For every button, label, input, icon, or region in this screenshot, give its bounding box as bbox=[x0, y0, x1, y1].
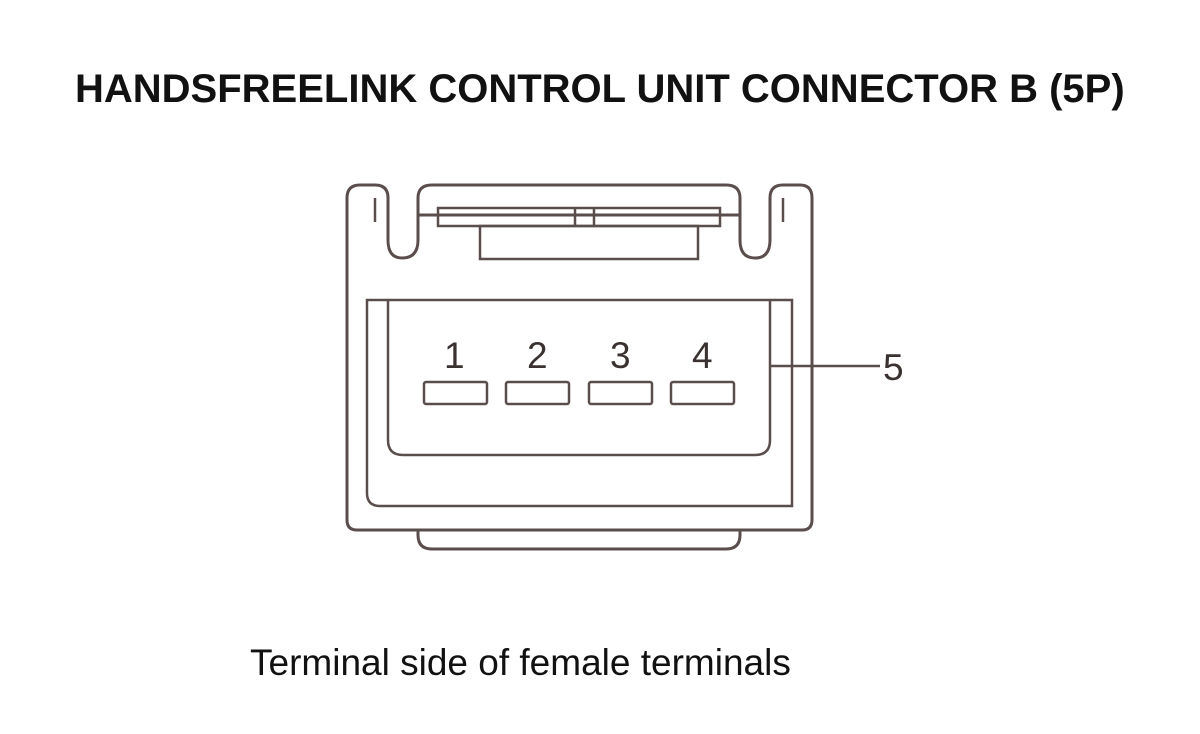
terminal-label: 1 bbox=[444, 335, 465, 376]
terminal-4: 4 bbox=[669, 335, 736, 406]
terminal-slot bbox=[422, 380, 489, 406]
callout-label: 5 bbox=[883, 347, 904, 388]
terminal-label: 2 bbox=[527, 335, 548, 376]
terminal-label: 4 bbox=[692, 335, 713, 376]
terminal-3: 3 bbox=[587, 335, 654, 406]
connector-top-housing bbox=[416, 183, 742, 215]
terminal-1: 1 bbox=[422, 335, 489, 406]
terminal-slot bbox=[587, 380, 654, 406]
diagram-caption: Terminal side of female terminals bbox=[250, 642, 791, 683]
latch-bar-lower bbox=[478, 224, 700, 261]
connector-cavity bbox=[386, 300, 772, 457]
connector-outer-body bbox=[345, 183, 814, 532]
terminal-2: 2 bbox=[504, 335, 571, 406]
terminal-slot bbox=[669, 380, 736, 406]
terminal-label: 3 bbox=[610, 335, 631, 376]
diagram-title: HANDSFREELINK CONTROL UNIT CONNECTOR B (… bbox=[75, 67, 1125, 111]
terminal-slot bbox=[504, 380, 571, 406]
connector-inner-frame bbox=[365, 298, 794, 508]
